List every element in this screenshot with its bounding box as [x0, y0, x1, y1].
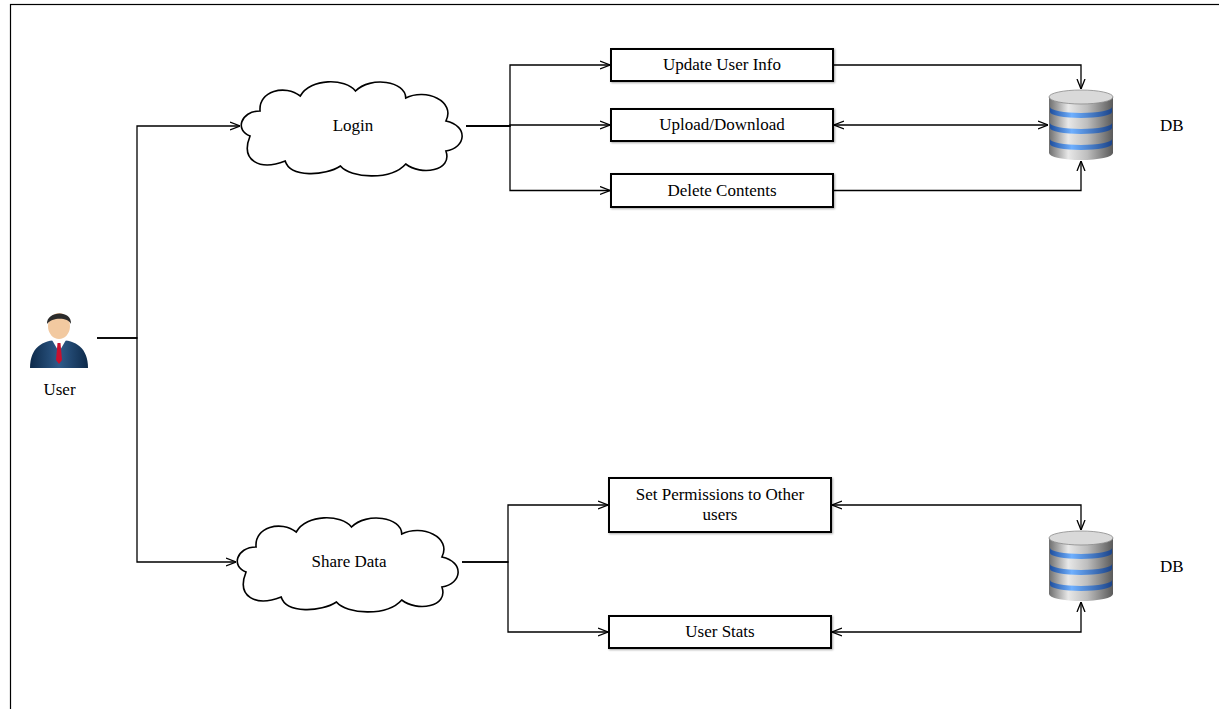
outer-frame — [11, 5, 1219, 709]
flow-arrow — [462, 562, 608, 632]
process-cloud: Login — [240, 76, 466, 176]
flow-arrow — [834, 161, 1081, 191]
flow-arrow — [466, 126, 610, 191]
process-box: Delete Contents — [610, 173, 834, 208]
node-text: Upload/Download — [653, 115, 791, 135]
flow-arrow — [462, 505, 608, 562]
node-text: Login — [333, 116, 374, 136]
process-box: User Stats — [608, 615, 832, 649]
flow-arrow — [834, 65, 1081, 89]
node-text: Update User Info — [657, 55, 787, 75]
flow-arrow — [97, 126, 240, 338]
database-icon — [1048, 530, 1114, 602]
flow-arrow — [832, 505, 1081, 530]
node-label: DB — [1160, 557, 1184, 577]
node-text: Share Data — [311, 552, 386, 572]
flow-arrow — [832, 602, 1081, 632]
node-label: User — [43, 380, 75, 400]
process-box: Upload/Download — [610, 108, 834, 142]
database-icon — [1048, 89, 1114, 161]
process-cloud: Share Data — [236, 512, 462, 612]
node-text: Set Permissions to Other users — [624, 485, 816, 524]
node-label: DB — [1160, 116, 1184, 136]
database-cylinder: DB — [1048, 89, 1114, 161]
process-box: Set Permissions to Other users — [608, 477, 832, 533]
user-icon — [22, 306, 97, 368]
flow-arrow — [834, 124, 1048, 125]
flow-arrow — [466, 65, 610, 126]
process-box: Update User Info — [610, 48, 834, 82]
database-cylinder: DB — [1048, 530, 1114, 602]
flow-arrow — [97, 338, 236, 562]
user-actor: User — [22, 306, 97, 368]
node-text: User Stats — [679, 622, 760, 642]
node-text: Delete Contents — [661, 181, 782, 201]
